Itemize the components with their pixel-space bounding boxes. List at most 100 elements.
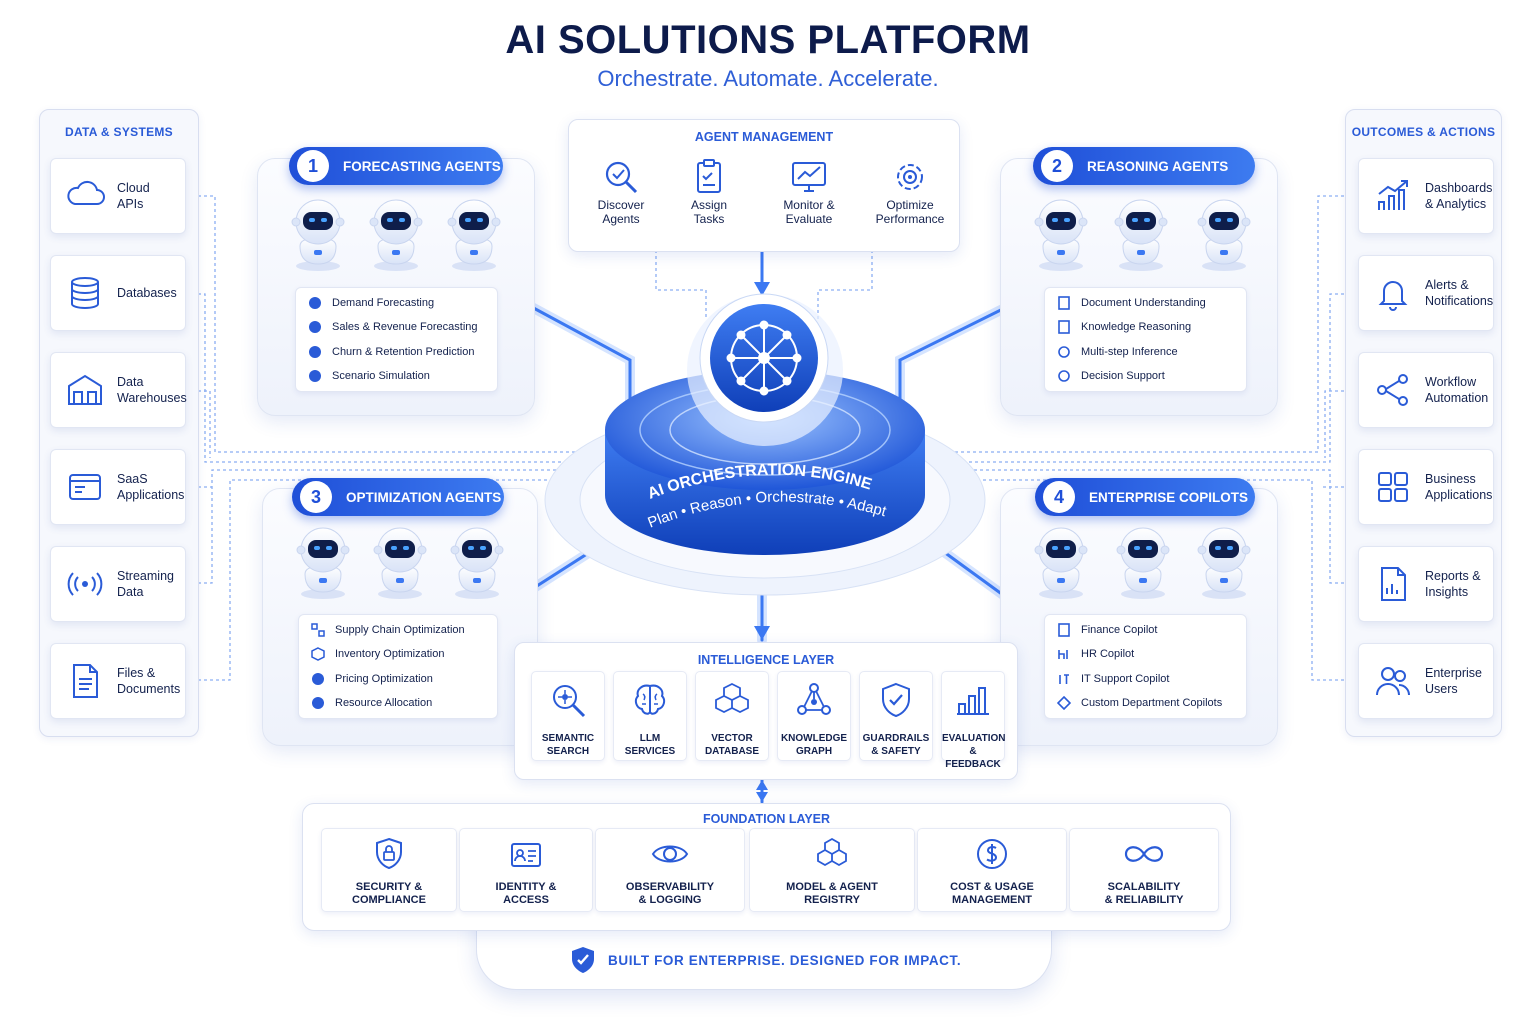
cluster-number: 3 — [300, 481, 332, 513]
list-item[interactable]: Resource Allocation — [311, 696, 432, 710]
outcomes-panel: OUTCOMES & ACTIONS Dashboards & Analytic… — [1345, 109, 1502, 737]
intel-tile[interactable]: SEMANTIC SEARCH — [531, 671, 605, 761]
data-source-files-documents[interactable]: Files & Documents — [50, 643, 186, 719]
list-item[interactable]: Document Understanding — [1057, 296, 1206, 310]
tile-label: SCALABILITY & RELIABILITY — [1104, 881, 1184, 906]
mgmt-label: Discover Agents — [597, 198, 645, 226]
list-item[interactable]: Finance Copilot — [1057, 623, 1157, 637]
footer-tagline: BUILT FOR ENTERPRISE. DESIGNED FOR IMPAC… — [608, 953, 962, 968]
list-item[interactable]: HR Copilot — [1057, 647, 1134, 661]
data-source-saas-applications[interactable]: SaaS Applications — [50, 449, 186, 525]
mgmt-monitor-evaluate[interactable]: Monitor & Evaluate — [759, 150, 859, 238]
mgmt-optimize-performance[interactable]: Optimize Performance — [865, 150, 955, 238]
robot-cluster-3 — [296, 527, 504, 600]
list-item[interactable]: Sales & Revenue Forecasting — [308, 320, 478, 334]
cluster-optimization-header[interactable]: 3 OPTIMIZATION AGENTS — [292, 478, 504, 516]
agent-management-panel: AGENT MANAGEMENT Discover Agents Assign … — [568, 119, 960, 252]
robot-icon — [369, 199, 423, 272]
workflow-icon — [1377, 374, 1408, 406]
list-item[interactable]: Pricing Optimization — [311, 672, 433, 686]
data-source-databases[interactable]: Databases — [50, 255, 186, 331]
cluster-forecasting-header[interactable]: 1 FORECASTING AGENTS — [289, 147, 503, 185]
magnifier-icon — [605, 161, 638, 194]
infinity-icon — [1124, 846, 1164, 862]
intel-tile[interactable]: VECTOR DATABASE — [695, 671, 769, 761]
list-bullet-icon — [1058, 370, 1070, 382]
left-dashed-connectors — [186, 195, 590, 681]
list-item[interactable]: Scenario Simulation — [308, 369, 430, 383]
network-brain-icon — [726, 320, 802, 396]
page-title: AI SOLUTIONS PLATFORM — [505, 18, 1031, 62]
data-source-label: SaaS Applications — [117, 472, 185, 502]
foundation-tile[interactable]: OBSERVABILITY & LOGGING — [595, 828, 745, 912]
tile-label: COST & USAGE MANAGEMENT — [950, 881, 1034, 906]
streaming-icon — [67, 572, 103, 596]
foundation-tile[interactable]: SECURITY & COMPLIANCE — [321, 828, 457, 912]
data-systems-heading: DATA & SYSTEMS — [65, 125, 173, 139]
cluster-title: FORECASTING AGENTS — [343, 158, 501, 174]
list-item[interactable]: Churn & Retention Prediction — [308, 345, 474, 359]
data-source-streaming-data[interactable]: Streaming Data — [50, 546, 186, 622]
list-item[interactable]: Supply Chain Optimization — [311, 623, 465, 637]
list-bullet-icon — [309, 297, 321, 309]
bell-icon — [1378, 281, 1408, 311]
outcome-dashboards[interactable]: Dashboards & Analytics — [1358, 158, 1494, 234]
database-icon — [71, 277, 99, 309]
list-item[interactable]: IT Support Copilot — [1057, 672, 1169, 686]
tile-label: EVALUATION & FEEDBACK — [942, 733, 1006, 770]
cloud-icon — [67, 180, 105, 205]
outcome-enterprise-users[interactable]: Enterprise Users — [1358, 643, 1494, 719]
cluster-copilots-list: Finance Copilot HR Copilot IT Support Co… — [1044, 614, 1247, 719]
data-source-label: Streaming Data — [117, 569, 174, 599]
cluster-reasoning-header[interactable]: 2 REASONING AGENTS — [1033, 147, 1255, 185]
list-item[interactable]: Demand Forecasting — [308, 296, 434, 310]
mgmt-discover-agents[interactable]: Discover Agents — [583, 150, 659, 238]
foundation-tile[interactable]: MODEL & AGENT REGISTRY — [749, 828, 915, 912]
document-icon — [73, 664, 98, 698]
mgmt-label: Optimize Performance — [875, 198, 945, 226]
cluster-copilots-header[interactable]: 4 ENTERPRISE COPILOTS — [1035, 478, 1255, 516]
page-subtitle: Orchestrate. Automate. Accelerate. — [597, 66, 939, 91]
cluster-number: 1 — [297, 150, 329, 182]
target-gear-icon — [897, 164, 923, 190]
intel-tile[interactable]: KNOWLEDGE GRAPH — [777, 671, 851, 761]
data-source-cloud-apis[interactable]: Cloud APIs — [50, 158, 186, 234]
list-item[interactable]: Knowledge Reasoning — [1057, 320, 1191, 334]
outcome-alerts[interactable]: Alerts & Notifications — [1358, 255, 1494, 331]
mgmt-dashed-connectors — [655, 250, 873, 320]
cubes-icon — [715, 682, 749, 714]
list-bullet-icon — [309, 321, 321, 333]
dollar-icon — [977, 839, 1007, 869]
tile-label: VECTOR DATABASE — [704, 733, 760, 757]
outcome-reports[interactable]: Reports & Insights — [1358, 546, 1494, 622]
list-item[interactable]: Inventory Optimization — [311, 647, 444, 661]
brain-icon — [634, 684, 666, 715]
mgmt-assign-tasks[interactable]: Assign Tasks — [671, 150, 747, 238]
tile-label: LLM SERVICES — [624, 733, 676, 757]
list-item[interactable]: Multi-step Inference — [1057, 345, 1178, 359]
list-bullet-icon — [1058, 320, 1070, 334]
foundation-layer-panel: FOUNDATION LAYER SECURITY & COMPLIANCE I… — [302, 803, 1231, 931]
foundation-tile[interactable]: SCALABILITY & RELIABILITY — [1069, 828, 1219, 912]
outcome-business-apps[interactable]: Business Applications — [1358, 449, 1494, 525]
intelligence-layer-panel: INTELLIGENCE LAYER SEMANTIC SEARCH LLM S… — [514, 642, 1018, 780]
robot-icon — [1034, 199, 1088, 272]
intel-tile[interactable]: GUARDRAILS & SAFETY — [859, 671, 933, 761]
data-source-data-warehouses[interactable]: Data Warehouses — [50, 352, 187, 428]
tile-label: SECURITY & COMPLIANCE — [352, 881, 426, 906]
shield-check-icon — [572, 947, 594, 973]
foundation-tile[interactable]: IDENTITY & ACCESS — [459, 828, 593, 912]
intel-tile[interactable]: EVALUATION & FEEDBACK — [941, 671, 1006, 770]
list-bullet-icon — [1059, 674, 1069, 684]
list-item[interactable]: Custom Department Copilots — [1057, 696, 1222, 710]
list-item[interactable]: Decision Support — [1057, 369, 1165, 383]
orchestration-engine[interactable]: AI ORCHESTRATION ENGINE Plan • Reason • … — [540, 290, 990, 600]
graph-icon — [797, 683, 831, 715]
intel-tile[interactable]: LLM SERVICES — [613, 671, 687, 761]
list-bullet-icon — [1058, 650, 1068, 659]
id-card-icon — [511, 843, 541, 867]
foundation-tile[interactable]: COST & USAGE MANAGEMENT — [917, 828, 1067, 912]
cluster-reasoning-list: Document Understanding Knowledge Reasoni… — [1044, 287, 1247, 392]
chart-icon — [1378, 180, 1408, 210]
outcome-workflow[interactable]: Workflow Automation — [1358, 352, 1494, 428]
